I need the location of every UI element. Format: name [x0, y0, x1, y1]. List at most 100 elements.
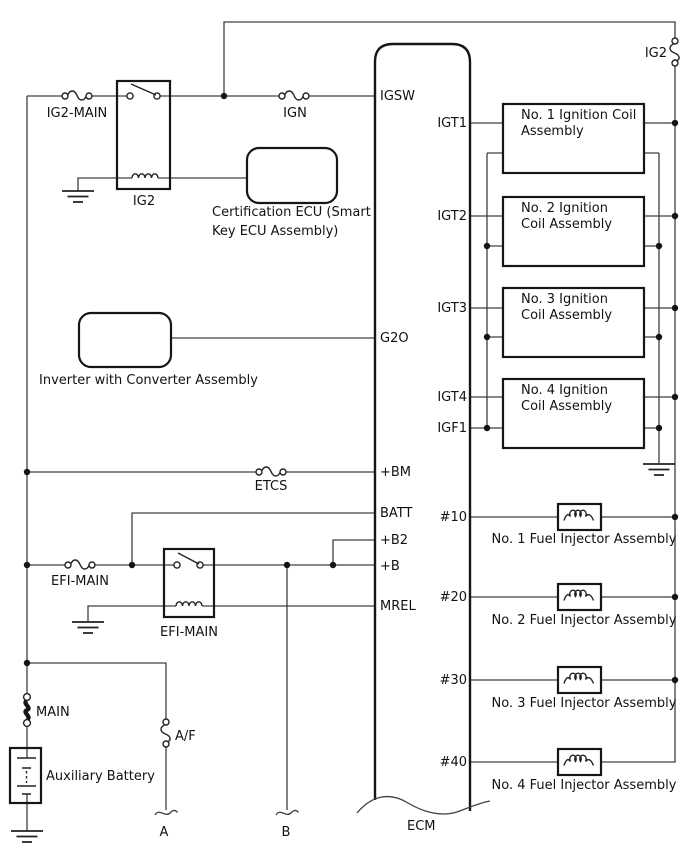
ig2-relay-switch-blade: [130, 83, 157, 96]
pin-mrel: MREL: [380, 599, 416, 614]
junction-dot: [283, 561, 291, 569]
label-af-fuse: A/F: [175, 729, 196, 744]
pin-30: #30: [440, 673, 467, 688]
af-fuse-icon: [160, 718, 171, 748]
battery-ground-icon: [10, 830, 44, 843]
junction-dot: [655, 242, 663, 250]
pin-igsw: IGSW: [380, 89, 415, 104]
injector1-coil-icon: [563, 509, 595, 522]
pin-igf1: IGF1: [437, 421, 467, 436]
wire-ig2-relay-coil: [77, 177, 247, 191]
ig2-relay-coil-icon: [131, 173, 159, 179]
junction-dot: [671, 513, 679, 521]
label-ecm: ECM: [407, 819, 436, 834]
injector2-coil-icon: [563, 589, 595, 602]
junction-dot: [671, 593, 679, 601]
label-coil4-line1: No. 4 Ignition: [521, 383, 608, 398]
terminal-b-break-icon: [275, 809, 300, 816]
junction-dot: [23, 659, 31, 667]
junction-dot: [128, 561, 136, 569]
label-main-link: MAIN: [36, 705, 70, 720]
label-cert-ecu-line1: Certification ECU (Smart: [212, 205, 371, 220]
label-terminal-b: B: [282, 825, 291, 840]
efi-main-fuse-icon: [64, 559, 96, 570]
label-aux-battery: Auxiliary Battery: [46, 769, 155, 784]
label-coil2-line2: Coil Assembly: [521, 217, 612, 232]
label-terminal-a: A: [160, 825, 169, 840]
efi-relay-contact-left: [173, 561, 181, 569]
efi-relay-coil-icon: [175, 601, 203, 607]
junction-dot: [655, 333, 663, 341]
wire-af-branch: [27, 662, 167, 810]
label-efi-main-fuse: EFI-MAIN: [51, 574, 109, 589]
pin-igt2: IGT2: [437, 209, 467, 224]
pin-bm: +BM: [380, 465, 411, 480]
injector4-coil-icon: [563, 754, 595, 767]
label-injector2: No. 2 Fuel Injector Assembly: [492, 613, 677, 628]
junction-dot: [671, 212, 679, 220]
wire-mrel-and-efi-coil: [87, 605, 375, 621]
pin-20: #20: [440, 590, 467, 605]
ig2-fuse-icon: [669, 37, 680, 67]
label-injector1: No. 1 Fuel Injector Assembly: [492, 532, 677, 547]
ig2-main-fuse-icon: [61, 90, 93, 101]
coil3-box: [501, 286, 646, 359]
label-etcs-fuse: ETCS: [255, 479, 288, 494]
injector1-box: [556, 502, 603, 532]
efi-relay-switch-blade: [177, 552, 200, 565]
label-coil4-line2: Coil Assembly: [521, 399, 612, 414]
label-injector4: No. 4 Fuel Injector Assembly: [492, 778, 677, 793]
ign-fuse-icon: [278, 90, 310, 101]
junction-dot: [671, 393, 679, 401]
junction-dot: [655, 424, 663, 432]
pin-40: #40: [440, 755, 467, 770]
ecm-outline: [373, 42, 472, 811]
pin-igt3: IGT3: [437, 301, 467, 316]
label-ig2-main-fuse: IG2-MAIN: [47, 106, 108, 121]
battery-plates: [17, 757, 36, 795]
injector2-box: [556, 582, 603, 612]
main-fusible-link-icon: [24, 694, 31, 727]
label-coil3-line1: No. 3 Ignition: [521, 292, 608, 307]
label-coil1-line2: Assembly: [521, 124, 584, 139]
junction-dot: [671, 676, 679, 684]
coil-ground-icon: [642, 463, 676, 476]
pin-b2: +B2: [380, 533, 408, 548]
wire-injector-rows: [470, 516, 675, 681]
junction-dot: [483, 242, 491, 250]
junction-dot: [483, 333, 491, 341]
label-ign-fuse: IGN: [283, 106, 307, 121]
efi-relay-ground-icon: [71, 621, 105, 634]
label-efi-main-relay: EFI-MAIN: [160, 625, 218, 640]
pin-igt4: IGT4: [437, 390, 467, 405]
pin-g2o: G2O: [380, 331, 409, 346]
junction-dot: [671, 304, 679, 312]
label-inverter: Inverter with Converter Assembly: [39, 373, 258, 388]
pin-10: #10: [440, 510, 467, 525]
pin-b: +B: [380, 559, 400, 574]
etcs-fuse-icon: [255, 466, 287, 477]
injector4-box: [556, 747, 603, 777]
terminal-a-break-icon: [154, 809, 179, 816]
efi-main-relay-box: [162, 547, 216, 619]
pin-batt: BATT: [380, 506, 413, 521]
injector3-coil-icon: [563, 672, 595, 685]
label-cert-ecu-line2: Key ECU Assembly): [212, 224, 338, 239]
ig2-relay-box: [115, 79, 172, 191]
coil1-box: [501, 102, 646, 175]
label-ig2-fuse: IG2: [645, 46, 667, 61]
coil4-box: [501, 377, 646, 450]
ig2-relay-contact-left: [126, 92, 134, 100]
certification-ecu-box: [245, 146, 339, 205]
pin-igt1: IGT1: [437, 116, 467, 131]
wire-b2: [332, 539, 375, 565]
junction-dot: [23, 561, 31, 569]
ecm-break-wave: [356, 795, 491, 815]
junction-dot: [671, 119, 679, 127]
ig2-relay-ground-icon: [61, 190, 95, 203]
aux-battery-box: [8, 746, 43, 805]
junction-dot: [329, 561, 337, 569]
label-injector3: No. 3 Fuel Injector Assembly: [492, 696, 677, 711]
